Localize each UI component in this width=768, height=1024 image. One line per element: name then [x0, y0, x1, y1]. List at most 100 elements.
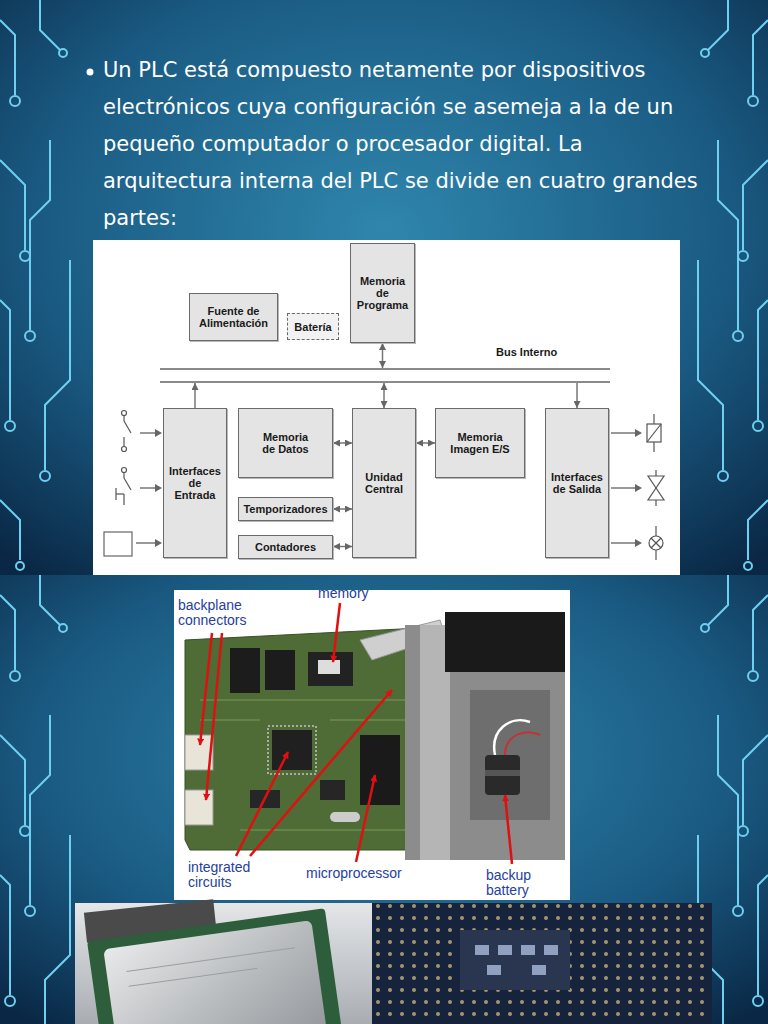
box-label: Interfaces de Salida: [549, 471, 605, 495]
output-symbols-part: [655, 470, 656, 476]
plc-board-photo-part: [485, 770, 520, 776]
timer-box: Temporizadores: [238, 497, 333, 521]
box-label: Bus Interno: [496, 346, 557, 358]
output-symbols-part: [653, 414, 654, 424]
plc-board-photo-part: [185, 790, 213, 825]
plc-board-photo-part: [185, 628, 440, 850]
input-symbols-part: [124, 478, 131, 490]
cpu-photo-right: [372, 903, 712, 1024]
bus-band: Bus Interno: [160, 368, 610, 383]
input-arrows-part: [140, 432, 156, 434]
cpu-photo-left: [75, 899, 372, 1024]
input-symbols-part: [123, 416, 124, 421]
output-arrows-part: [611, 542, 636, 544]
plc-board-photo-part: [360, 735, 400, 805]
input-arrows-part: [155, 429, 162, 437]
diagram-panel: [93, 240, 680, 575]
output-symbols: [647, 414, 664, 560]
box-label: Temporizadores: [243, 503, 327, 515]
plc-board-photo-part: [272, 730, 312, 770]
input-symbols-part: [116, 493, 124, 494]
input-symbols-part: [124, 421, 131, 433]
leader-arrows-part: [206, 633, 222, 800]
leader-arrows-part: [333, 603, 340, 662]
cpu-photo-left-part-part: [87, 908, 346, 1024]
bus-connector: [416, 442, 435, 444]
output-symbols-part: [655, 526, 656, 536]
box-label: Fuente de Alimentación: [193, 305, 274, 329]
input-symbols-part: [122, 468, 127, 473]
cpu-photo-right-part: [372, 903, 712, 1024]
plc-board-photo-part: [485, 755, 520, 795]
cpu-box: Unidad Central: [352, 408, 416, 558]
output-symbols-part: [655, 550, 656, 560]
plc-board-photo-part: [318, 660, 340, 674]
plc-board-photo: [174, 590, 570, 900]
leader-arrows-part: [505, 795, 512, 864]
cpu-photo-right-part: [532, 965, 546, 975]
body-text: Un PLC está compuesto netamente por disp…: [103, 52, 703, 237]
output-symbols-part: [648, 488, 664, 500]
memory-box: Memoria Imagen E/S: [435, 408, 525, 478]
box-label: Memoria de Programa: [354, 275, 411, 311]
callout-label: backplane connectors: [178, 598, 298, 628]
cpu-photo-right-part: [544, 945, 558, 955]
output-symbols-part: [653, 442, 654, 452]
output-arrows-part: [635, 429, 642, 437]
memory-box: Memoria de Programa: [350, 243, 415, 343]
cpu-photo-right-part: [460, 930, 570, 990]
output-symbols-part: [649, 536, 663, 550]
output-symbols-part: [651, 538, 661, 548]
plc-board-photo-part: [308, 652, 353, 686]
plc-board-photo-part: [505, 732, 540, 755]
slide-background-part: [0, 0, 768, 575]
cpu-photo-left-part: [87, 908, 346, 1024]
box-label: Interfaces de Entrada: [167, 465, 223, 501]
plc-board-photo-part: [445, 612, 565, 672]
output-symbols-part: [655, 500, 656, 506]
input-arrows-part: [136, 542, 156, 544]
leader-arrows: [200, 603, 512, 864]
box-label: Batería: [294, 321, 331, 333]
leader-arrows-part: [356, 775, 375, 862]
plc-board-photo-part: [230, 648, 260, 693]
bus-connector: [333, 508, 352, 510]
plc-board-photo-part: [320, 780, 345, 800]
input-symbols-part: [123, 437, 124, 446]
box-label: Memoria de Datos: [256, 431, 316, 455]
bus-connector: [382, 343, 384, 368]
box-label: Memoria Imagen E/S: [439, 431, 521, 455]
output-symbols-part: [647, 424, 661, 442]
callout-label: microprocessor: [306, 866, 476, 881]
interface-box: Interfaces de Salida: [545, 408, 609, 558]
circuit-decoration-part: [0, 575, 70, 1024]
input-arrows-part: [140, 487, 156, 489]
cpu-photo-right-part: [475, 945, 489, 955]
output-symbols-part: [647, 424, 661, 442]
box-label: Unidad Central: [356, 471, 412, 495]
input-arrows-part: [155, 484, 162, 492]
bullet-dot: [87, 69, 94, 76]
box-label: Contadores: [255, 541, 316, 553]
plc-board-photo-part: [174, 590, 570, 900]
cpu-photo-right-part: [521, 945, 535, 955]
circuit-decoration-part: [0, 0, 70, 570]
input-symbols-part: [123, 494, 124, 505]
callout-label: backup battery: [486, 868, 568, 898]
output-arrows: [611, 429, 642, 547]
output-arrows-part: [611, 487, 636, 489]
bus-connector: [576, 383, 578, 408]
bus-connector: [383, 383, 385, 408]
plc-board-photo-part: [265, 650, 295, 690]
cpu-photo-right-part: [487, 965, 501, 975]
bus-connector: [333, 546, 352, 548]
interface-box: Interfaces de Entrada: [163, 408, 227, 558]
input-symbols-part: [115, 488, 116, 500]
cpu-photo-left-part-part: [127, 948, 297, 987]
plc-board-photo-part: [470, 690, 550, 820]
callout-label: integrated circuits: [188, 860, 288, 890]
memory-box: Memoria de Datos: [238, 408, 333, 478]
